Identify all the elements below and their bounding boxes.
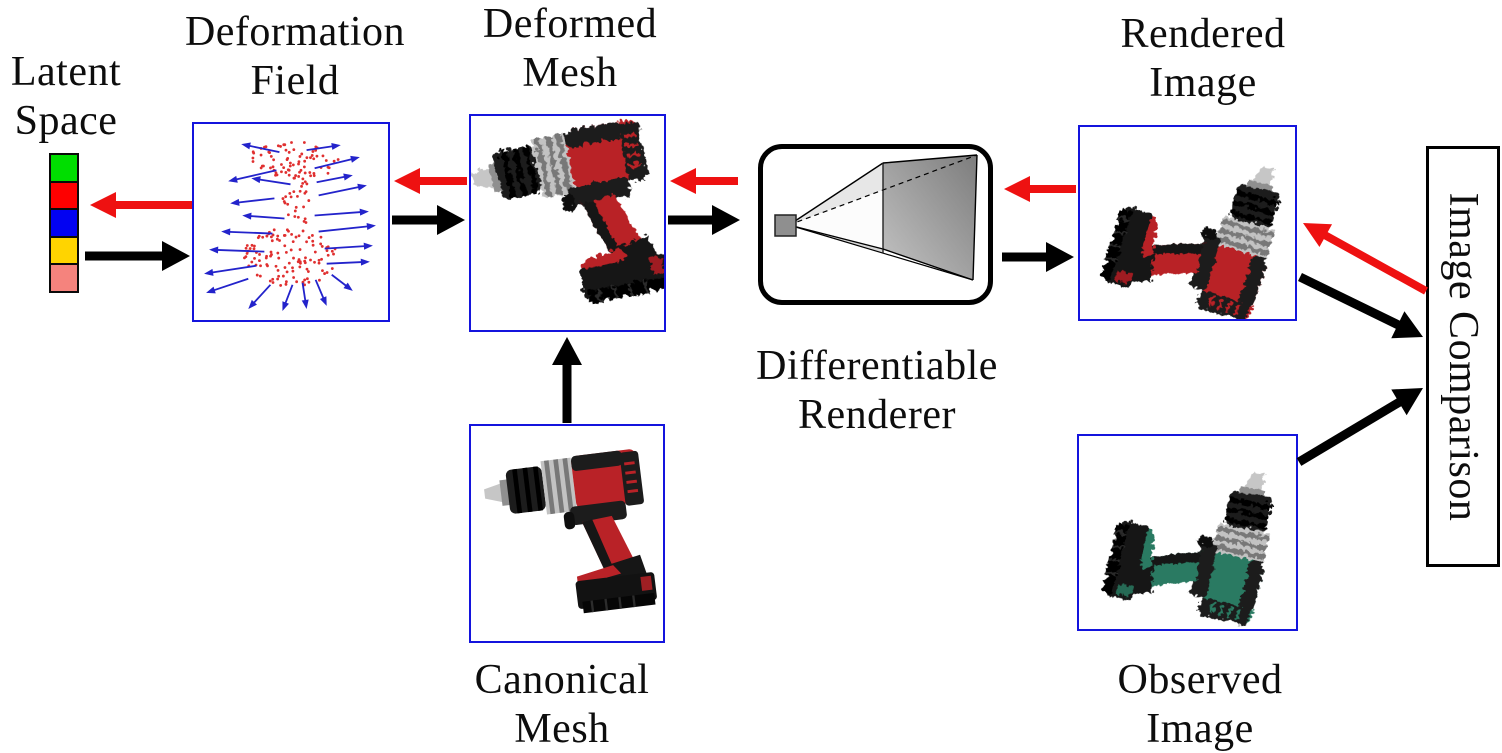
canonical-mesh-label: Canonical Mesh [474,657,650,752]
observed-image-drill-graphic [1102,441,1288,628]
latent-vector [49,153,79,293]
field-to-deformed-arrow [392,205,465,235]
deformed-mesh-box [469,114,666,332]
latent-dim-green [49,153,79,183]
deformed-mesh-drill-graphic [471,116,664,322]
canonical-mesh-drill-graphic [479,446,660,625]
deformed-mesh-label: Deformed Mesh [482,1,658,96]
latent-dim-salmon [49,263,79,293]
deformed-to-renderer-arrow [668,205,740,235]
latent-space-label: Latent Space [10,49,122,144]
grad-field-to-latent-arrow [90,192,192,218]
deformation-field-label: Deformation Field [184,9,406,104]
rendered-image-label: Rendered Image [1120,11,1286,106]
latent-dim-red [49,180,79,211]
camera-frustum-graphic [774,154,978,281]
canonical-mesh-box [469,424,665,643]
grad-deformed-to-field-arrow [394,168,467,194]
deformation-vectors [204,142,376,311]
rendered-image-box [1078,125,1297,321]
observed-image-box [1077,434,1298,631]
grad-comparison-to-rendered-arrow [1303,223,1428,295]
deformation-field-graphic [204,141,376,311]
differentiable-renderer-box [758,144,993,305]
renderer-to-rendered-arrow [1002,242,1074,272]
latent-dim-blue [49,208,79,238]
observed-image-label: Observed Image [1117,657,1283,752]
deformation-dots [243,141,340,287]
differentiable-renderer-label: Differentiable Renderer [756,343,998,438]
grad-renderer-to-deformed-arrow [670,168,738,194]
observed-to-comparison-arrow [1296,388,1423,466]
camera-icon [774,214,797,237]
latent-to-field-arrow [85,241,190,271]
rendered-to-comparison-arrow [1298,272,1423,339]
latent-dim-yellow [49,235,79,266]
deformation-field-box [192,122,390,322]
rendered-image-drill-graphic [1100,127,1295,319]
image-comparison-box: Image Comparison [1426,146,1500,567]
grad-rendered-to-renderer-arrow [1004,176,1076,202]
canonical-to-deformed-arrow [552,337,582,423]
image-comparison-label: Image Comparison [1440,192,1486,521]
